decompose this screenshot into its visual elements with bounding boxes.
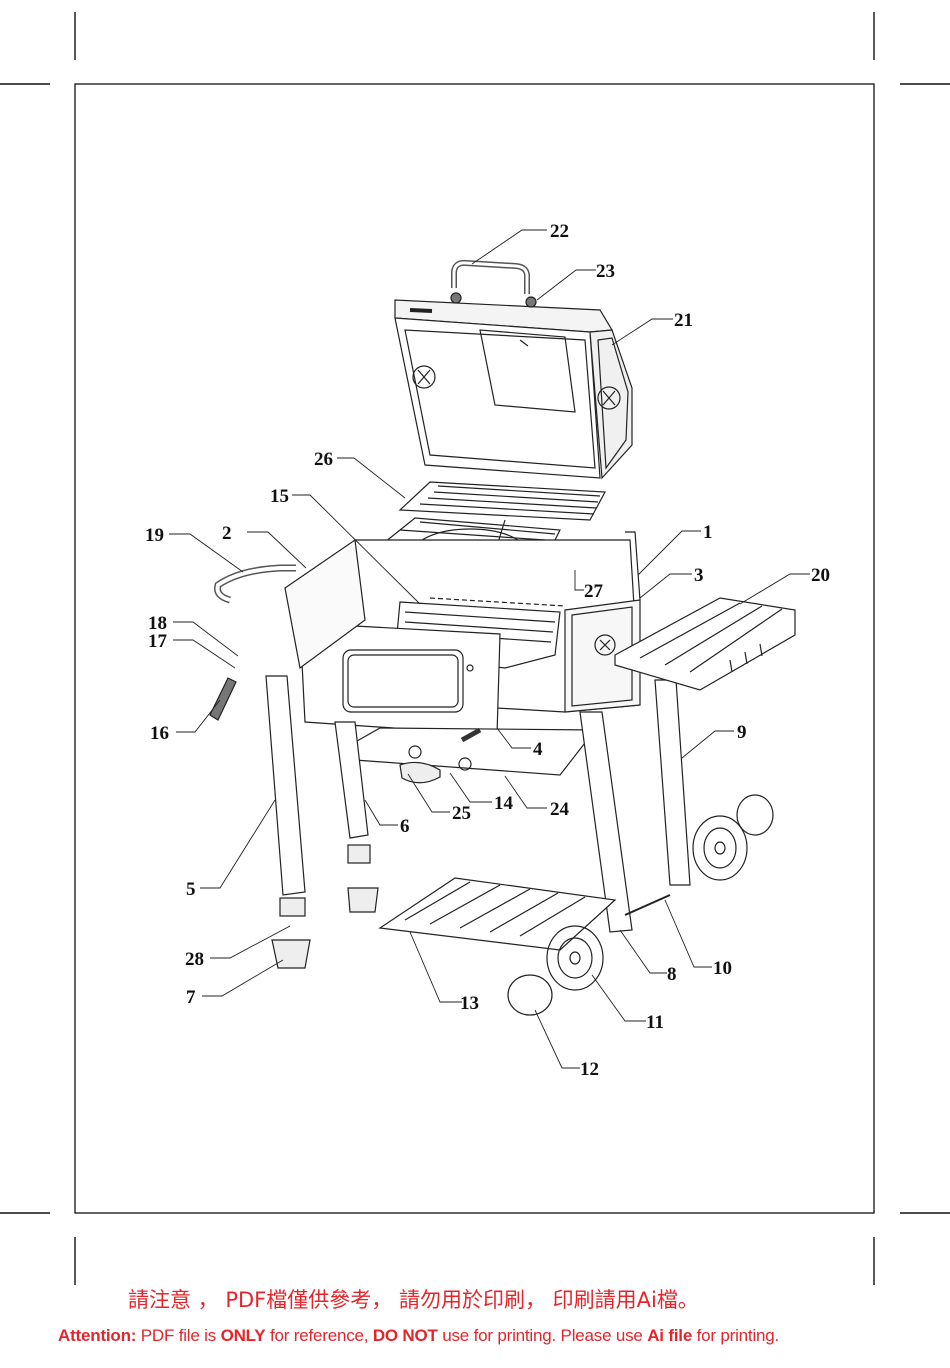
callout-19: 19: [145, 525, 164, 546]
callout-27: 27: [584, 581, 604, 602]
callout-10: 10: [713, 958, 732, 979]
callout-1: 1: [703, 522, 713, 543]
lid-handle: [454, 263, 527, 294]
notice-text-3: use for printing. Please use: [438, 1326, 647, 1345]
lid: [395, 293, 632, 478]
callout-28: 28: [185, 949, 204, 970]
hubcap-2: [737, 795, 773, 835]
grip: [210, 678, 236, 720]
notice-attention: Attention:: [58, 1326, 136, 1345]
side-shelf: [615, 598, 795, 690]
callout-22: 22: [550, 221, 569, 242]
hubcap: [508, 975, 552, 1015]
callout-26: 26: [314, 449, 333, 470]
callout-23: 23: [596, 261, 615, 282]
notice-english: Attention: PDF file is ONLY for referenc…: [58, 1326, 779, 1346]
callout-17: 17: [148, 631, 168, 652]
callout-16: 16: [150, 723, 169, 744]
callout-25: 25: [452, 803, 471, 824]
notice-text-1: PDF file is: [136, 1326, 220, 1345]
callout-3: 3: [694, 565, 704, 586]
callout-4: 4: [533, 739, 543, 760]
callout-8: 8: [667, 964, 677, 985]
notice-ai-file: Ai file: [647, 1326, 692, 1345]
callout-14: 14: [494, 793, 514, 814]
callout-7: 7: [186, 987, 196, 1008]
callout-21: 21: [674, 310, 693, 331]
callout-13: 13: [460, 993, 479, 1014]
warming-rack: [400, 482, 605, 520]
callout-12: 12: [580, 1059, 599, 1080]
grill-drawing: [210, 263, 795, 1015]
notice-do-not: DO NOT: [373, 1326, 438, 1345]
right-legs: [580, 680, 690, 932]
axle: [625, 895, 670, 915]
side-tube: [218, 568, 297, 600]
notice-only: ONLY: [221, 1326, 266, 1345]
notice-chinese: 請注意 ， PDF檔僅供參考， 請勿用於印刷， 印刷請用Ai檔。: [0, 1284, 950, 1314]
callout-20: 20: [811, 565, 830, 586]
callout-5: 5: [186, 879, 196, 900]
callout-6: 6: [400, 816, 410, 837]
callout-2: 2: [222, 523, 232, 544]
callout-11: 11: [646, 1012, 664, 1033]
callout-9: 9: [737, 722, 747, 743]
callout-24: 24: [550, 799, 570, 820]
notice-text-2: for reference,: [265, 1326, 372, 1345]
notice-text-4: for printing.: [692, 1326, 779, 1345]
callout-15: 15: [270, 486, 289, 507]
